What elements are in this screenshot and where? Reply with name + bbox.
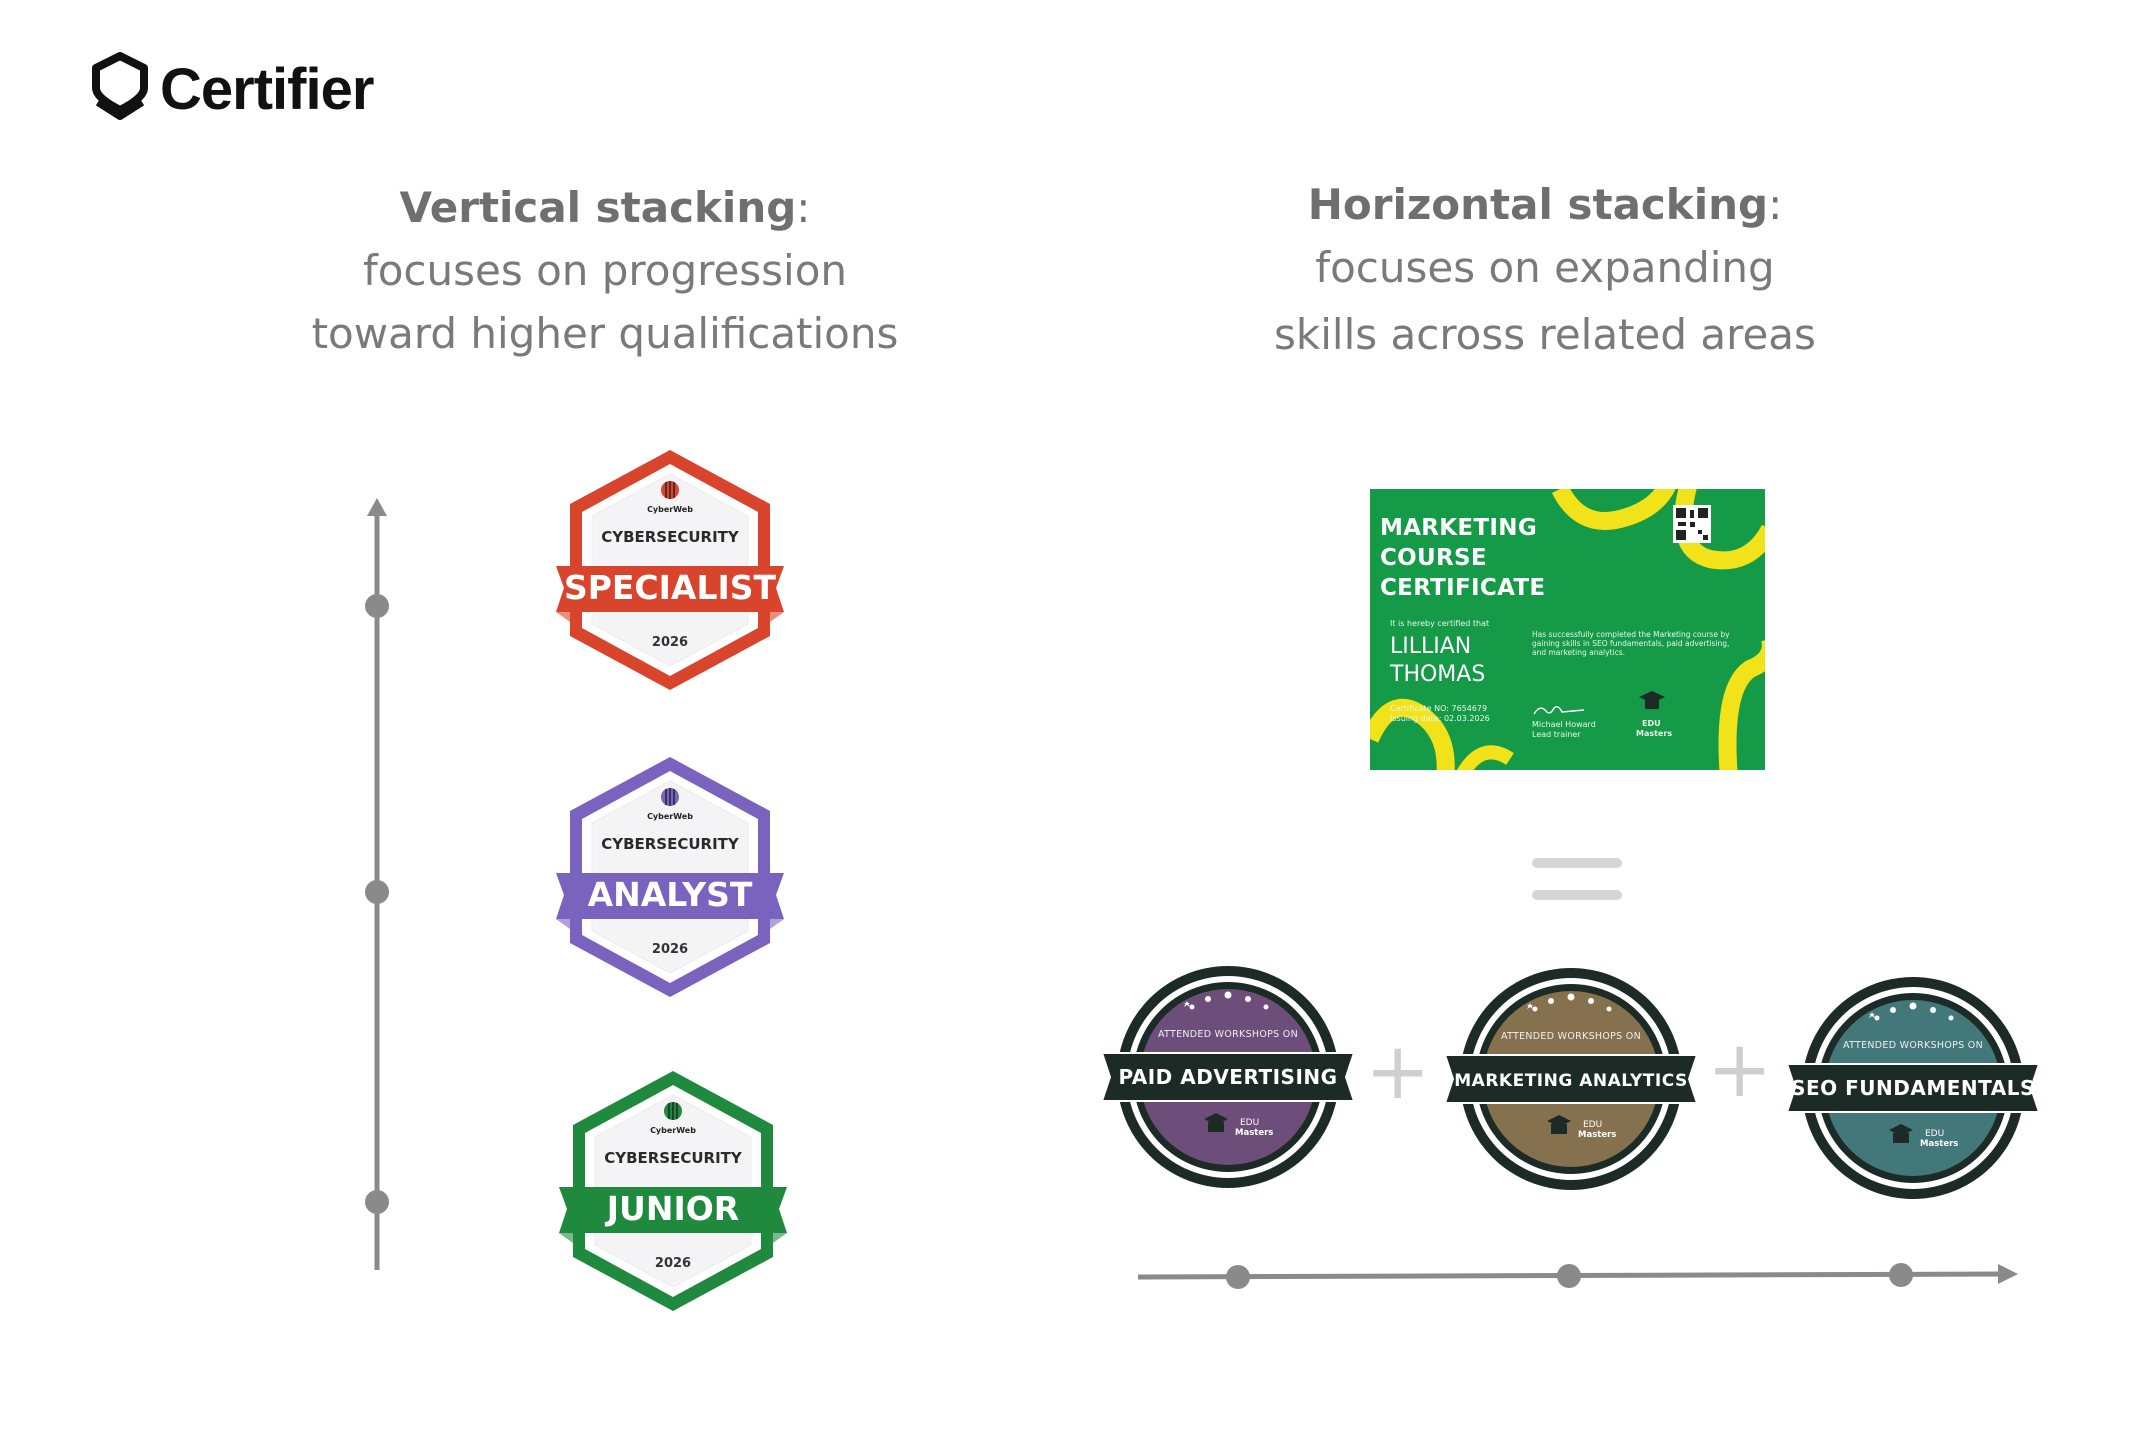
vertical-title: Vertical stacking [400,183,797,232]
horizontal-title-line: Horizontal stacking: [1180,175,1910,236]
workshop-badge-issuer-2: Masters [1235,1128,1273,1138]
workshop-badge-caption: ATTENDED WORKSHOPS ON [1843,1040,1983,1051]
equals-sign-bottom [1532,890,1622,900]
axis-arrowhead-right [1998,1264,2018,1284]
certificate-description: Has successfully completed the Marketing… [1532,630,1742,657]
badge-year: 2026 [652,942,688,957]
signer-role: Lead trainer [1532,730,1581,740]
horizontal-colon: : [1768,180,1782,229]
horizontal-title: Horizontal stacking [1308,180,1768,229]
badge-org: CyberWeb [647,812,693,821]
workshop-badge-topic: PAID ADVERTISING [1118,1065,1337,1089]
badge-field: CYBERSECURITY [604,1149,743,1167]
marketing-certificate: MARKETING COURSE CERTIFICATE It is hereb… [1370,489,1765,770]
horizontal-expansion-axis [1130,1250,2030,1300]
workshop-badge-issuer-1: EDU [1240,1118,1259,1128]
badge-org: CyberWeb [647,505,693,514]
workshop-badge-issuer-2: Masters [1920,1139,1958,1149]
certificate-title: MARKETING COURSE CERTIFICATE [1380,513,1545,603]
badge-level: SPECIALIST [564,568,777,607]
workshop-badge-issuer-1: EDU [1925,1129,1944,1139]
brand-logo: Certifier [92,48,373,130]
brand-name: Certifier [160,56,373,123]
axis-node-top [365,594,389,618]
qr-code-icon [1673,505,1711,543]
badge-level: ANALYST [588,875,753,914]
horizontal-heading: Horizontal stacking: focuses on expandin… [1180,175,1910,366]
axis-node-middle [365,880,389,904]
plus-sign-2: + [1707,1040,1772,1100]
vertical-heading: Vertical stacking: focuses on progressio… [250,178,960,365]
workshop-badge-caption: ATTENDED WORKSHOPS ON [1158,1029,1298,1040]
badge-field: CYBERSECURITY [601,528,740,546]
vertical-subtitle-1: focuses on progression [250,239,960,302]
vertical-subtitle-2: toward higher qualifications [250,302,960,365]
workshop-badge-1: ATTENDED WORKSHOPS ON PAID ADVERTISING EDU… [1100,961,1356,1193]
axis-node-right [1889,1263,1913,1287]
badge-year: 2026 [655,1256,691,1271]
axis-arrowhead-up [367,498,387,516]
workshop-badge-caption: ATTENDED WORKSHOPS ON [1501,1031,1641,1042]
vertical-progression-axis [350,490,400,1280]
signature-mark [1532,702,1588,718]
plus-sign-1: + [1365,1042,1430,1102]
workshop-badge-2: ATTENDED WORKSHOPS ON MARKETING ANALYTICS… [1443,963,1699,1195]
workshop-badge-topic: MARKETING ANALYTICS [1454,1071,1687,1091]
axis-node-bottom [365,1190,389,1214]
issuing-date: Issuing date: 02.03.2026 [1390,714,1490,724]
badge-field: CYBERSECURITY [601,835,740,853]
issuer-line-1: EDU [1642,719,1661,729]
issuer-line-2: Masters [1636,729,1672,739]
vertical-colon: : [796,183,810,232]
workshop-badge-issuer-2: Masters [1578,1130,1616,1140]
workshop-badge-3: ATTENDED WORKSHOPS ON SEO FUNDAMENTALS EDU… [1785,972,2041,1204]
horizontal-subtitle-1: focuses on expanding [1180,236,1910,299]
certified-text: It is hereby certified that [1390,619,1489,629]
badge-level: JUNIOR [605,1189,739,1228]
badge-year: 2026 [652,635,688,650]
equals-sign-top [1532,858,1622,868]
badge-org: CyberWeb [650,1126,696,1135]
recipient-name: LILLIAN THOMAS [1390,633,1485,689]
axis-node-center [1557,1264,1581,1288]
axis-node-left [1226,1265,1250,1289]
horizontal-subtitle-2: skills across related areas [1180,303,1910,366]
workshop-badge-topic: SEO FUNDAMENTALS [1791,1076,2035,1100]
signer-name: Michael Howard [1532,720,1596,730]
workshop-badge-issuer-1: EDU [1583,1120,1602,1130]
certificate-number: Certificate NO: 7654679 [1390,704,1487,714]
vertical-title-line: Vertical stacking: [250,178,960,239]
graduation-cap-icon [1637,689,1667,713]
certifier-shield-icon [92,52,148,126]
